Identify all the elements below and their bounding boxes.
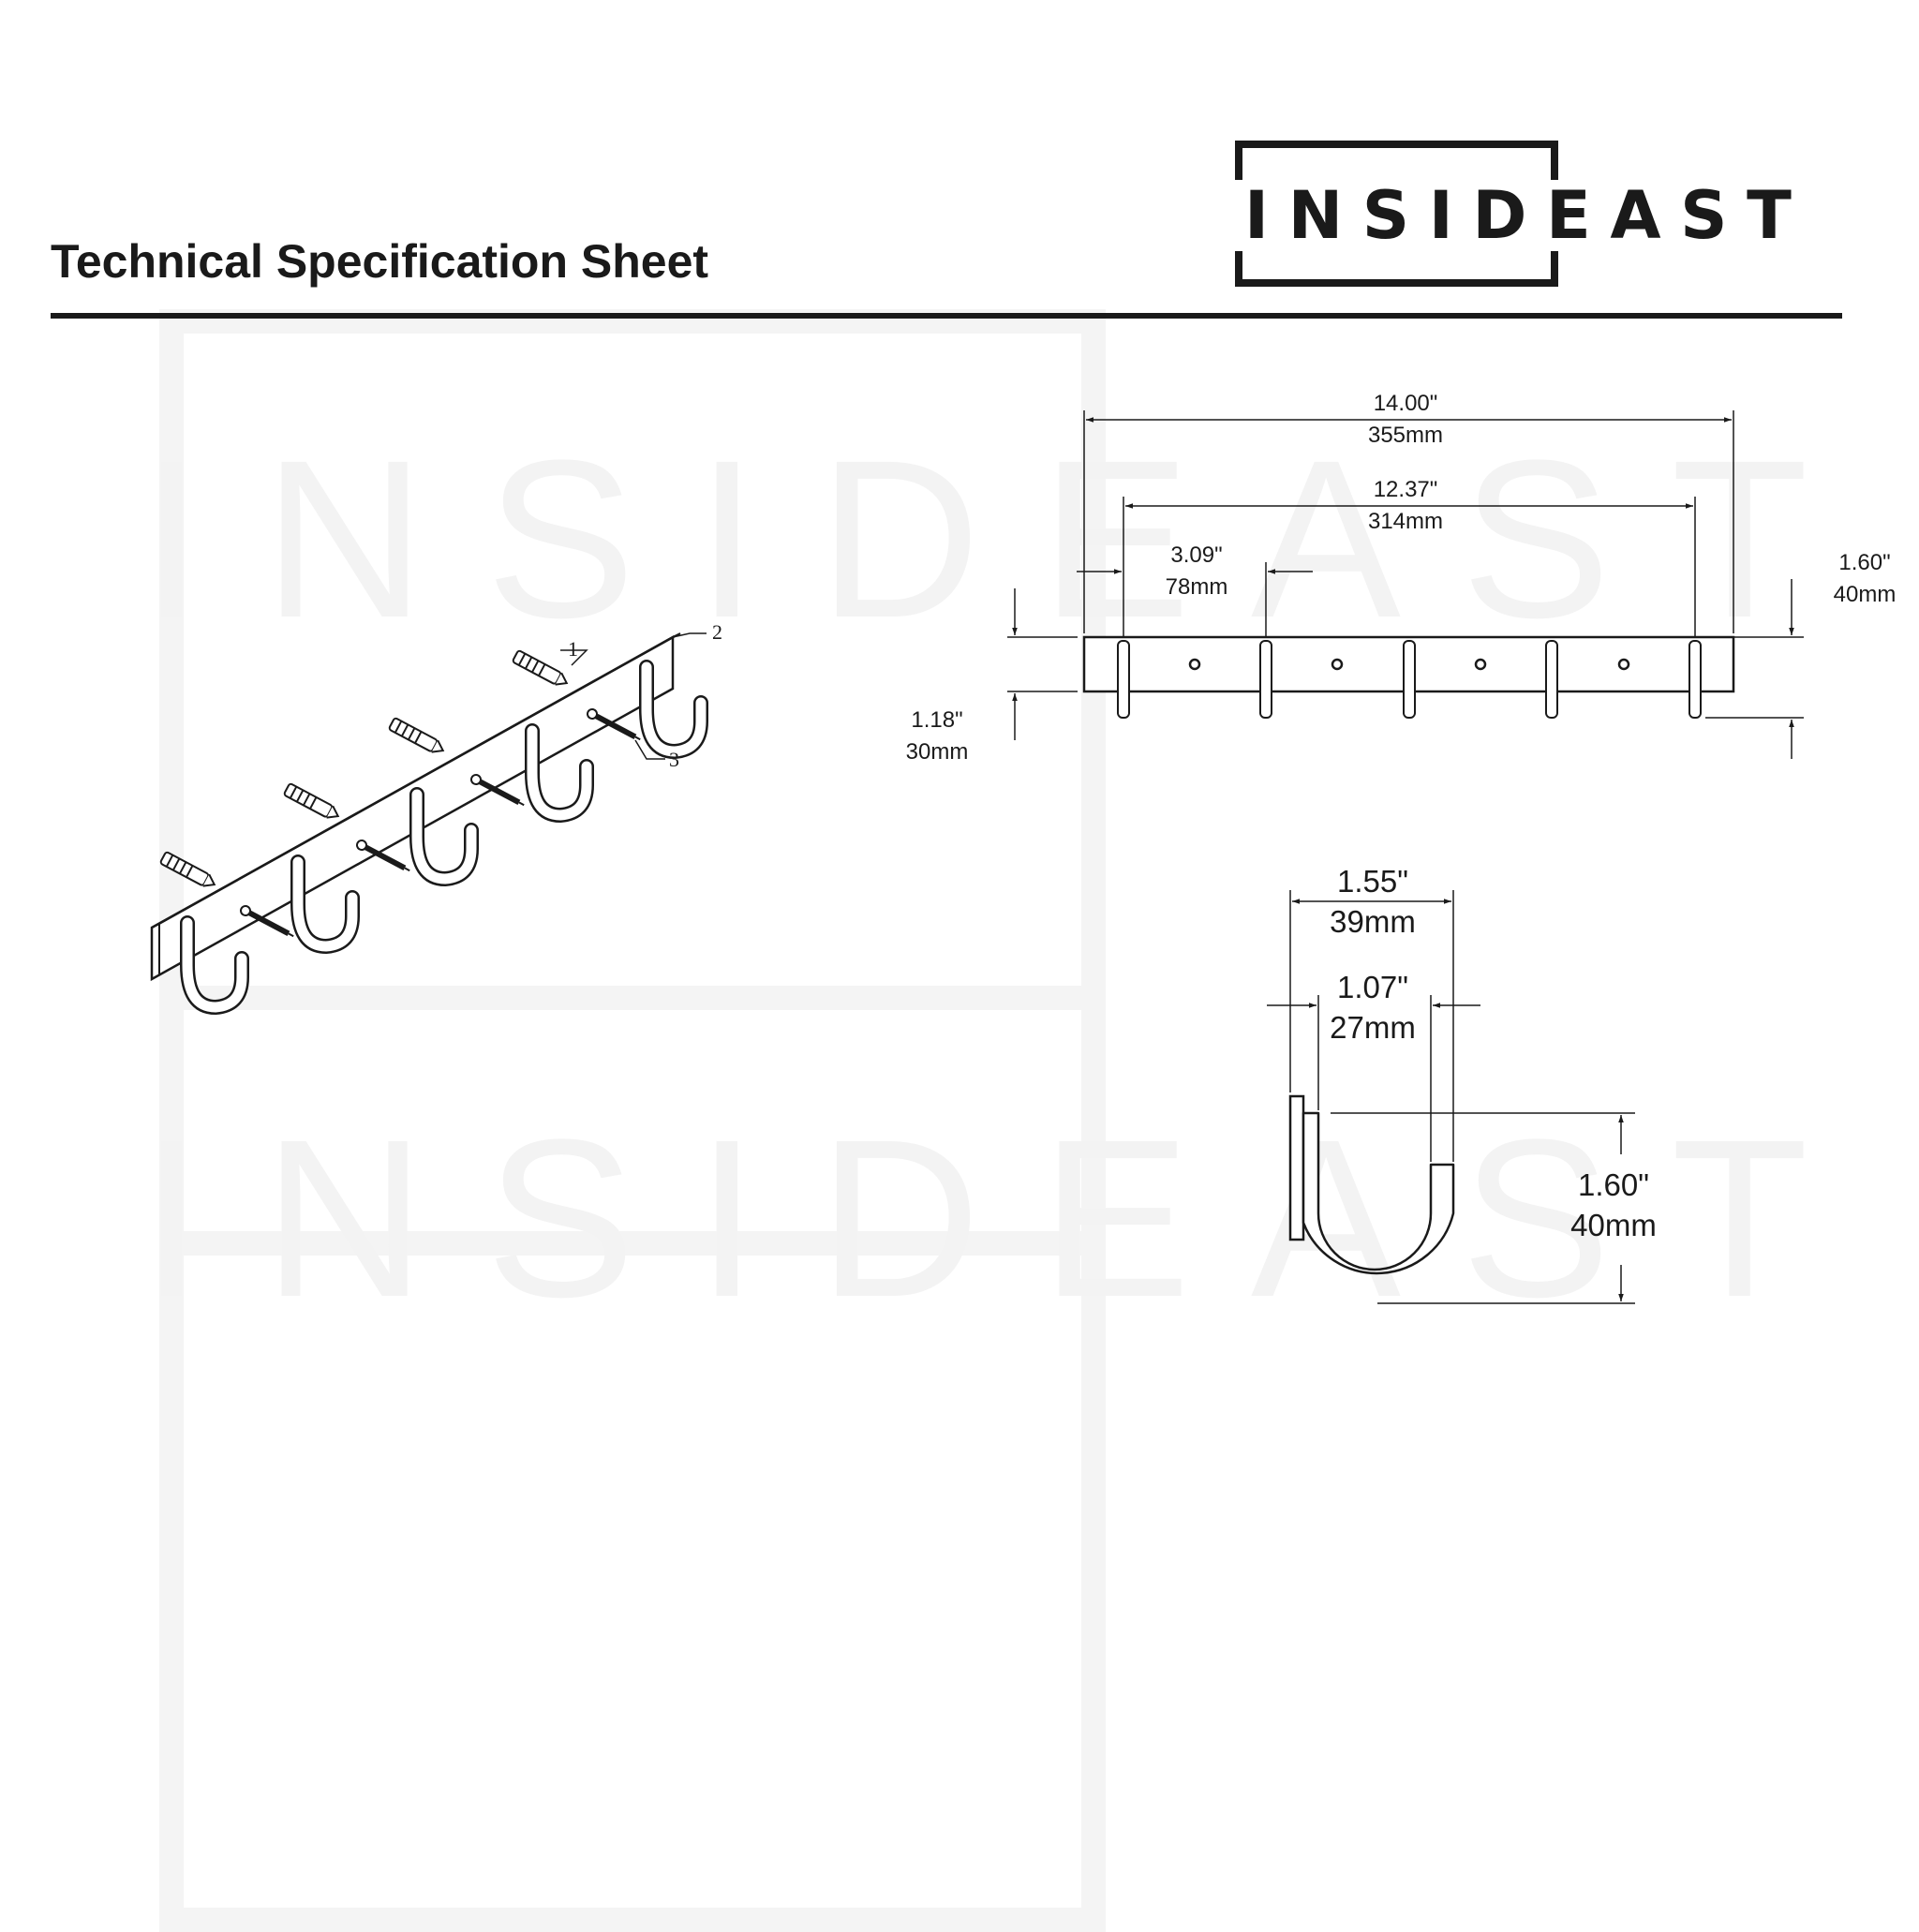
brand-logo: I N S I D E A S T (1235, 141, 1797, 290)
hook-front-5 (1688, 640, 1702, 719)
dim-outer-hooks-inch: 12.37" (1374, 477, 1438, 502)
mount-hole-4 (1617, 658, 1630, 671)
watermark-letter: S (485, 1092, 636, 1344)
callout-2: 2 (712, 620, 722, 644)
mount-hole-2 (1331, 658, 1344, 671)
logo-letter: E (1546, 177, 1591, 254)
watermark-letter: E (1040, 413, 1191, 664)
watermark-letter: I (695, 413, 759, 664)
dim-outer-hooks-mm: 314mm (1368, 509, 1443, 534)
logo-letter: S (1680, 177, 1728, 254)
dim-overall-mm: 355mm (1368, 423, 1443, 448)
hook-front-2 (1259, 640, 1272, 719)
watermark-letter: T (1671, 413, 1808, 664)
technical-drawing: 1 2 3 (150, 391, 1897, 1304)
dim-inner-gap-mm: 27mm (1330, 1010, 1416, 1045)
wall-anchor-1 (158, 850, 219, 892)
logo-wordmark: I N S I D E A S T (1235, 177, 1797, 254)
watermark-letter: A (1250, 413, 1402, 664)
wall-anchor-2 (282, 781, 343, 824)
watermark-letter: S (1461, 413, 1612, 664)
mount-hole-1 (1188, 658, 1201, 671)
isometric-view: 1 2 3 (150, 620, 722, 1007)
header-divider (51, 313, 1842, 319)
callout-1: 1 (568, 637, 578, 661)
logo-letter: N (1287, 177, 1344, 254)
dim-hook-spacing-mm: 78mm (1166, 574, 1228, 600)
callout-3: 3 (669, 748, 679, 771)
front-view: 14.00" 355mm 12.37" 314mm 3.09" 78mm 1.1… (906, 391, 1897, 765)
watermark-letter: N (262, 1092, 426, 1344)
dim-total-height-mm: 40mm (1834, 582, 1897, 607)
watermark-letter: S (485, 413, 636, 664)
logo-letter: S (1361, 177, 1410, 254)
watermark-letter: I (141, 413, 203, 664)
dim-rail-height-mm: 30mm (906, 739, 969, 765)
dim-outer-depth-mm: 39mm (1330, 904, 1416, 939)
watermark-letter: I (141, 1092, 203, 1344)
wall-anchor-3 (387, 716, 448, 758)
logo-letter: D (1472, 177, 1527, 254)
watermark-letter: E (1040, 1092, 1191, 1344)
mount-hole-3 (1474, 658, 1487, 671)
leader-3 (634, 739, 665, 760)
leader-2 (672, 632, 707, 638)
rail-side-section (1288, 1094, 1305, 1241)
leader-1 (560, 649, 588, 666)
watermark-letter: I (695, 1092, 759, 1344)
hook-side-profile (1302, 1111, 1455, 1275)
hook-front-4 (1545, 640, 1558, 719)
hook-front-1 (1117, 640, 1130, 719)
watermark-text-bottom: I N S I D E A S T (141, 1106, 1808, 1330)
watermark-letter: T (1671, 1092, 1808, 1344)
wall-anchor-4 (511, 648, 572, 691)
dim-hook-height-mm: 40mm (1570, 1208, 1657, 1242)
dim-overall-inch: 14.00" (1374, 391, 1438, 416)
watermark-letter: D (818, 1092, 981, 1344)
logo-letter: I (1244, 177, 1270, 254)
watermark-letter: S (1461, 1092, 1612, 1344)
watermark-letter: N (262, 413, 426, 664)
dim-hook-spacing-inch: 3.09" (1170, 542, 1222, 568)
dim-inner-gap-inch: 1.07" (1337, 970, 1408, 1004)
dim-total-height-inch: 1.60" (1838, 550, 1890, 575)
dim-rail-height-inch: 1.18" (911, 707, 962, 733)
dim-hook-height-inch: 1.60" (1578, 1167, 1649, 1202)
watermark-letter: A (1250, 1092, 1402, 1344)
rail-side-face (151, 632, 681, 929)
watermark-text-top: I N S I D E A S T (141, 426, 1808, 651)
watermark-letter: D (818, 413, 981, 664)
logo-letter: I (1428, 177, 1453, 254)
side-view: 1.55" 39mm 1.07" 27mm 1.60" 40mm (1267, 864, 1657, 1304)
page-title: Technical Specification Sheet (51, 235, 709, 288)
logo-letter: A (1610, 177, 1661, 254)
logo-letter: T (1747, 177, 1792, 254)
hook-front-3 (1403, 640, 1416, 719)
dim-outer-depth-inch: 1.55" (1337, 864, 1408, 899)
